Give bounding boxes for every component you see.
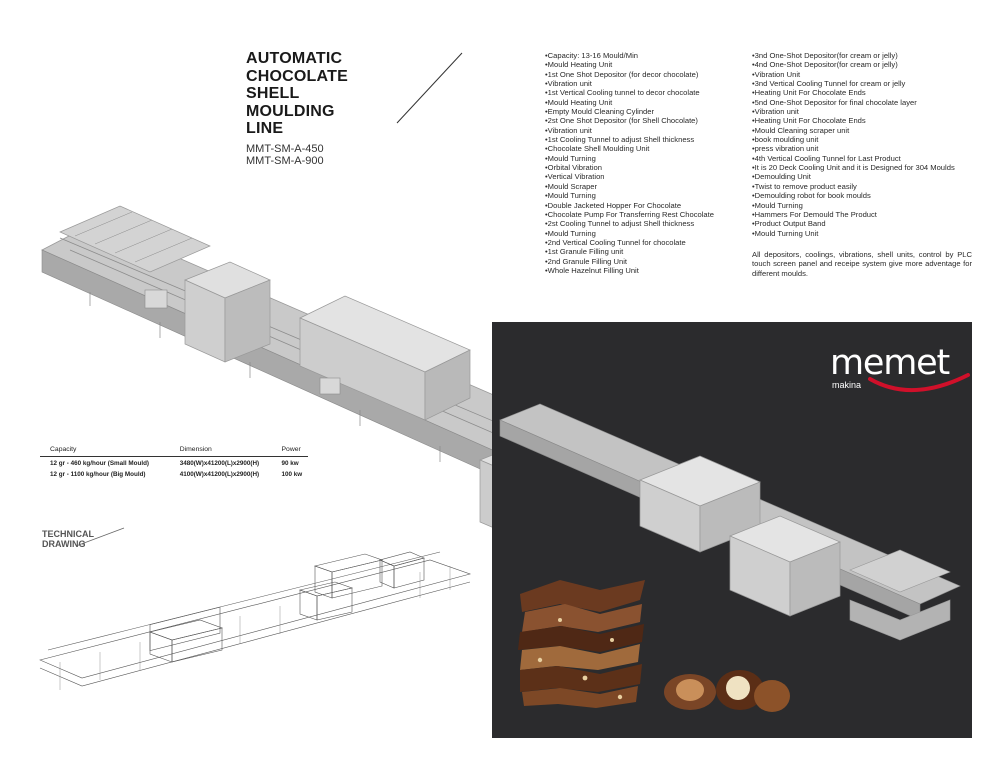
list-item: 1st One Shot Depositor (for decor chocol… bbox=[545, 70, 714, 79]
list-item: Capacity: 13-16 Mould/Min bbox=[545, 51, 714, 60]
specs-header-row: Capacity Dimension Power bbox=[40, 444, 308, 457]
feature-list-1: Capacity: 13-16 Mould/MinMould Heating U… bbox=[545, 51, 714, 275]
specs-table: Capacity Dimension Power 12 gr - 460 kg/… bbox=[40, 444, 308, 479]
list-item: press vibration unit bbox=[752, 144, 955, 153]
list-item: Vibration Unit bbox=[752, 70, 955, 79]
list-item: Whole Hazelnut Filling Unit bbox=[545, 266, 714, 275]
control-note: All depositors, coolings, vibrations, sh… bbox=[752, 250, 972, 278]
list-item: 1st Cooling Tunnel to adjust Shell thick… bbox=[545, 135, 714, 144]
list-item: Demoulding robot for book moulds bbox=[752, 191, 955, 200]
list-item: Mould Scraper bbox=[545, 182, 714, 191]
list-item: 1st Vertical Cooling tunnel to decor cho… bbox=[545, 88, 714, 97]
brand-logo: memet makina bbox=[830, 343, 970, 393]
list-item: Double Jacketed Hopper For Chocolate bbox=[545, 201, 714, 210]
list-item: Demoulding Unit bbox=[752, 172, 955, 181]
list-item: Heating Unit For Chocolate Ends bbox=[752, 88, 955, 97]
table-row: 12 gr - 1100 kg/hour (Big Mould) 4100(W)… bbox=[40, 468, 308, 479]
list-item: Mould Cleaning scraper unit bbox=[752, 126, 955, 135]
table-row: 12 gr - 460 kg/hour (Small Mould) 3480(W… bbox=[40, 457, 308, 469]
list-item: Vibration unit bbox=[545, 126, 714, 135]
chocolate-bars-image bbox=[518, 580, 645, 708]
list-item: Orbital Vibration bbox=[545, 163, 714, 172]
specs-header-capacity: Capacity bbox=[40, 444, 180, 457]
list-item: Hammers For Demould The Product bbox=[752, 210, 955, 219]
list-item: Mould Turning bbox=[545, 229, 714, 238]
list-item: Vibration unit bbox=[545, 79, 714, 88]
list-item: 2nd Vertical Cooling Tunnel for chocolat… bbox=[545, 238, 714, 247]
list-item: Mould Heating Unit bbox=[545, 60, 714, 69]
smile-swoosh-icon bbox=[868, 373, 970, 393]
list-item: 2nd Granule Filling Unit bbox=[545, 257, 714, 266]
list-item: Chocolate Pump For Transferring Rest Cho… bbox=[545, 210, 714, 219]
list-item: Vertical Vibration bbox=[545, 172, 714, 181]
list-item: 3nd One-Shot Depositor(for cream or jell… bbox=[752, 51, 955, 60]
list-item: 5nd One-Shot Depositor for final chocola… bbox=[752, 98, 955, 107]
list-item: Vibration unit bbox=[752, 107, 955, 116]
model-450: MMT-SM-A-450 bbox=[246, 143, 324, 155]
list-item: 2st One Shot Depositor (for Shell Chocol… bbox=[545, 116, 714, 125]
specs-header-power: Power bbox=[281, 444, 308, 457]
list-item: Empty Mould Cleaning Cylinder bbox=[545, 107, 714, 116]
feature-list-2: 3nd One-Shot Depositor(for cream or jell… bbox=[752, 51, 955, 238]
list-item: 1st Granule Filling unit bbox=[545, 247, 714, 256]
list-item: Twist to remove product easily bbox=[752, 182, 955, 191]
product-title: AUTOMATIC CHOCOLATE SHELL MOULDING LINE bbox=[246, 50, 348, 137]
list-item: Mould Turning bbox=[545, 154, 714, 163]
list-item: 3nd Vertical Cooling Tunnel for cream or… bbox=[752, 79, 955, 88]
model-numbers: MMT-SM-A-450 MMT-SM-A-900 bbox=[246, 143, 324, 167]
list-item: 4th Vertical Cooling Tunnel for Last Pro… bbox=[752, 154, 955, 163]
spec-dimension: 4100(W)x41200(L)x2900(H) bbox=[179, 471, 260, 478]
list-item: Heating Unit For Chocolate Ends bbox=[752, 116, 955, 125]
list-item: Mould Turning Unit bbox=[752, 229, 955, 238]
list-item: It is 20 Deck Cooling Unit and it is Des… bbox=[752, 163, 955, 172]
list-item: Mould Heating Unit bbox=[545, 98, 714, 107]
spec-capacity: 12 gr - 460 kg/hour (Small Mould) bbox=[50, 460, 150, 467]
specs-header-dimension: Dimension bbox=[179, 444, 282, 457]
list-item: 2st Cooling Tunnel to adjust Shell thick… bbox=[545, 219, 714, 228]
list-item: book moulding unit bbox=[752, 135, 955, 144]
list-item: Product Output Band bbox=[752, 219, 955, 228]
list-item: Chocolate Shell Moulding Unit bbox=[545, 144, 714, 153]
spec-power: 100 kw bbox=[281, 471, 303, 478]
spec-dimension: 3480(W)x41200(L)x2900(H) bbox=[179, 460, 260, 467]
bonbons-image bbox=[664, 670, 790, 712]
spec-capacity: 12 gr - 1100 kg/hour (Big Mould) bbox=[50, 471, 146, 478]
list-item: 4nd One-Shot Depositor(for cream or jell… bbox=[752, 60, 955, 69]
model-900: MMT-SM-A-900 bbox=[246, 155, 324, 167]
technical-drawing-label: TECHNICAL DRAWING bbox=[42, 529, 94, 549]
spec-power: 90 kw bbox=[281, 460, 299, 467]
list-item: Mould Turning bbox=[545, 191, 714, 200]
brand-subname: makina bbox=[832, 380, 862, 390]
list-item: Mould Turning bbox=[752, 201, 955, 210]
brand-name: memet bbox=[830, 343, 950, 383]
